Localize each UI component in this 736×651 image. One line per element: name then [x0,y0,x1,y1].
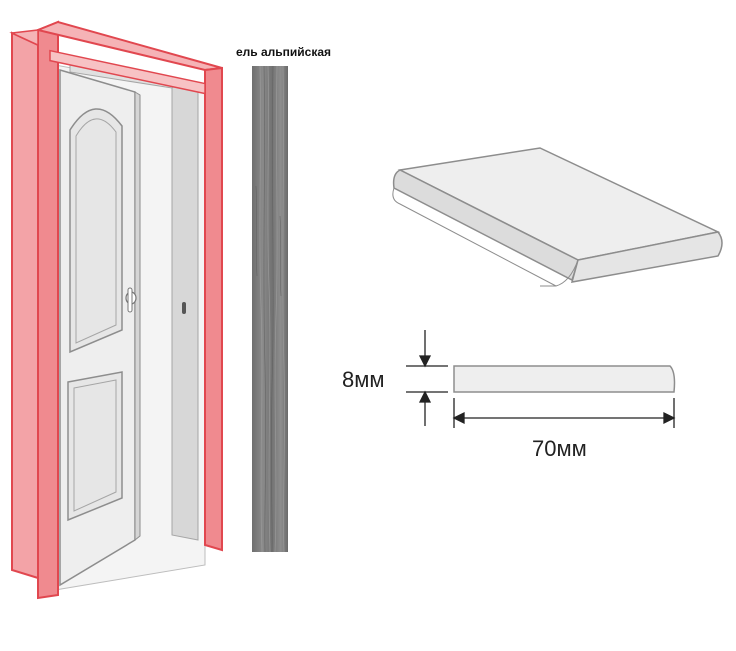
door-illustration [9,20,223,600]
wood-texture-swatch [252,66,288,552]
trim-profile-diagram [406,330,676,428]
casing-highlight [9,20,223,600]
width-label: 70мм [532,436,587,461]
thickness-label: 8мм [342,367,385,392]
width-dimension-lines [452,398,676,428]
thickness-dimension-lines [406,330,448,426]
door-leaf [59,68,141,587]
trim-board-3d [392,147,723,287]
swatch-label: ель альпийская [236,45,332,59]
